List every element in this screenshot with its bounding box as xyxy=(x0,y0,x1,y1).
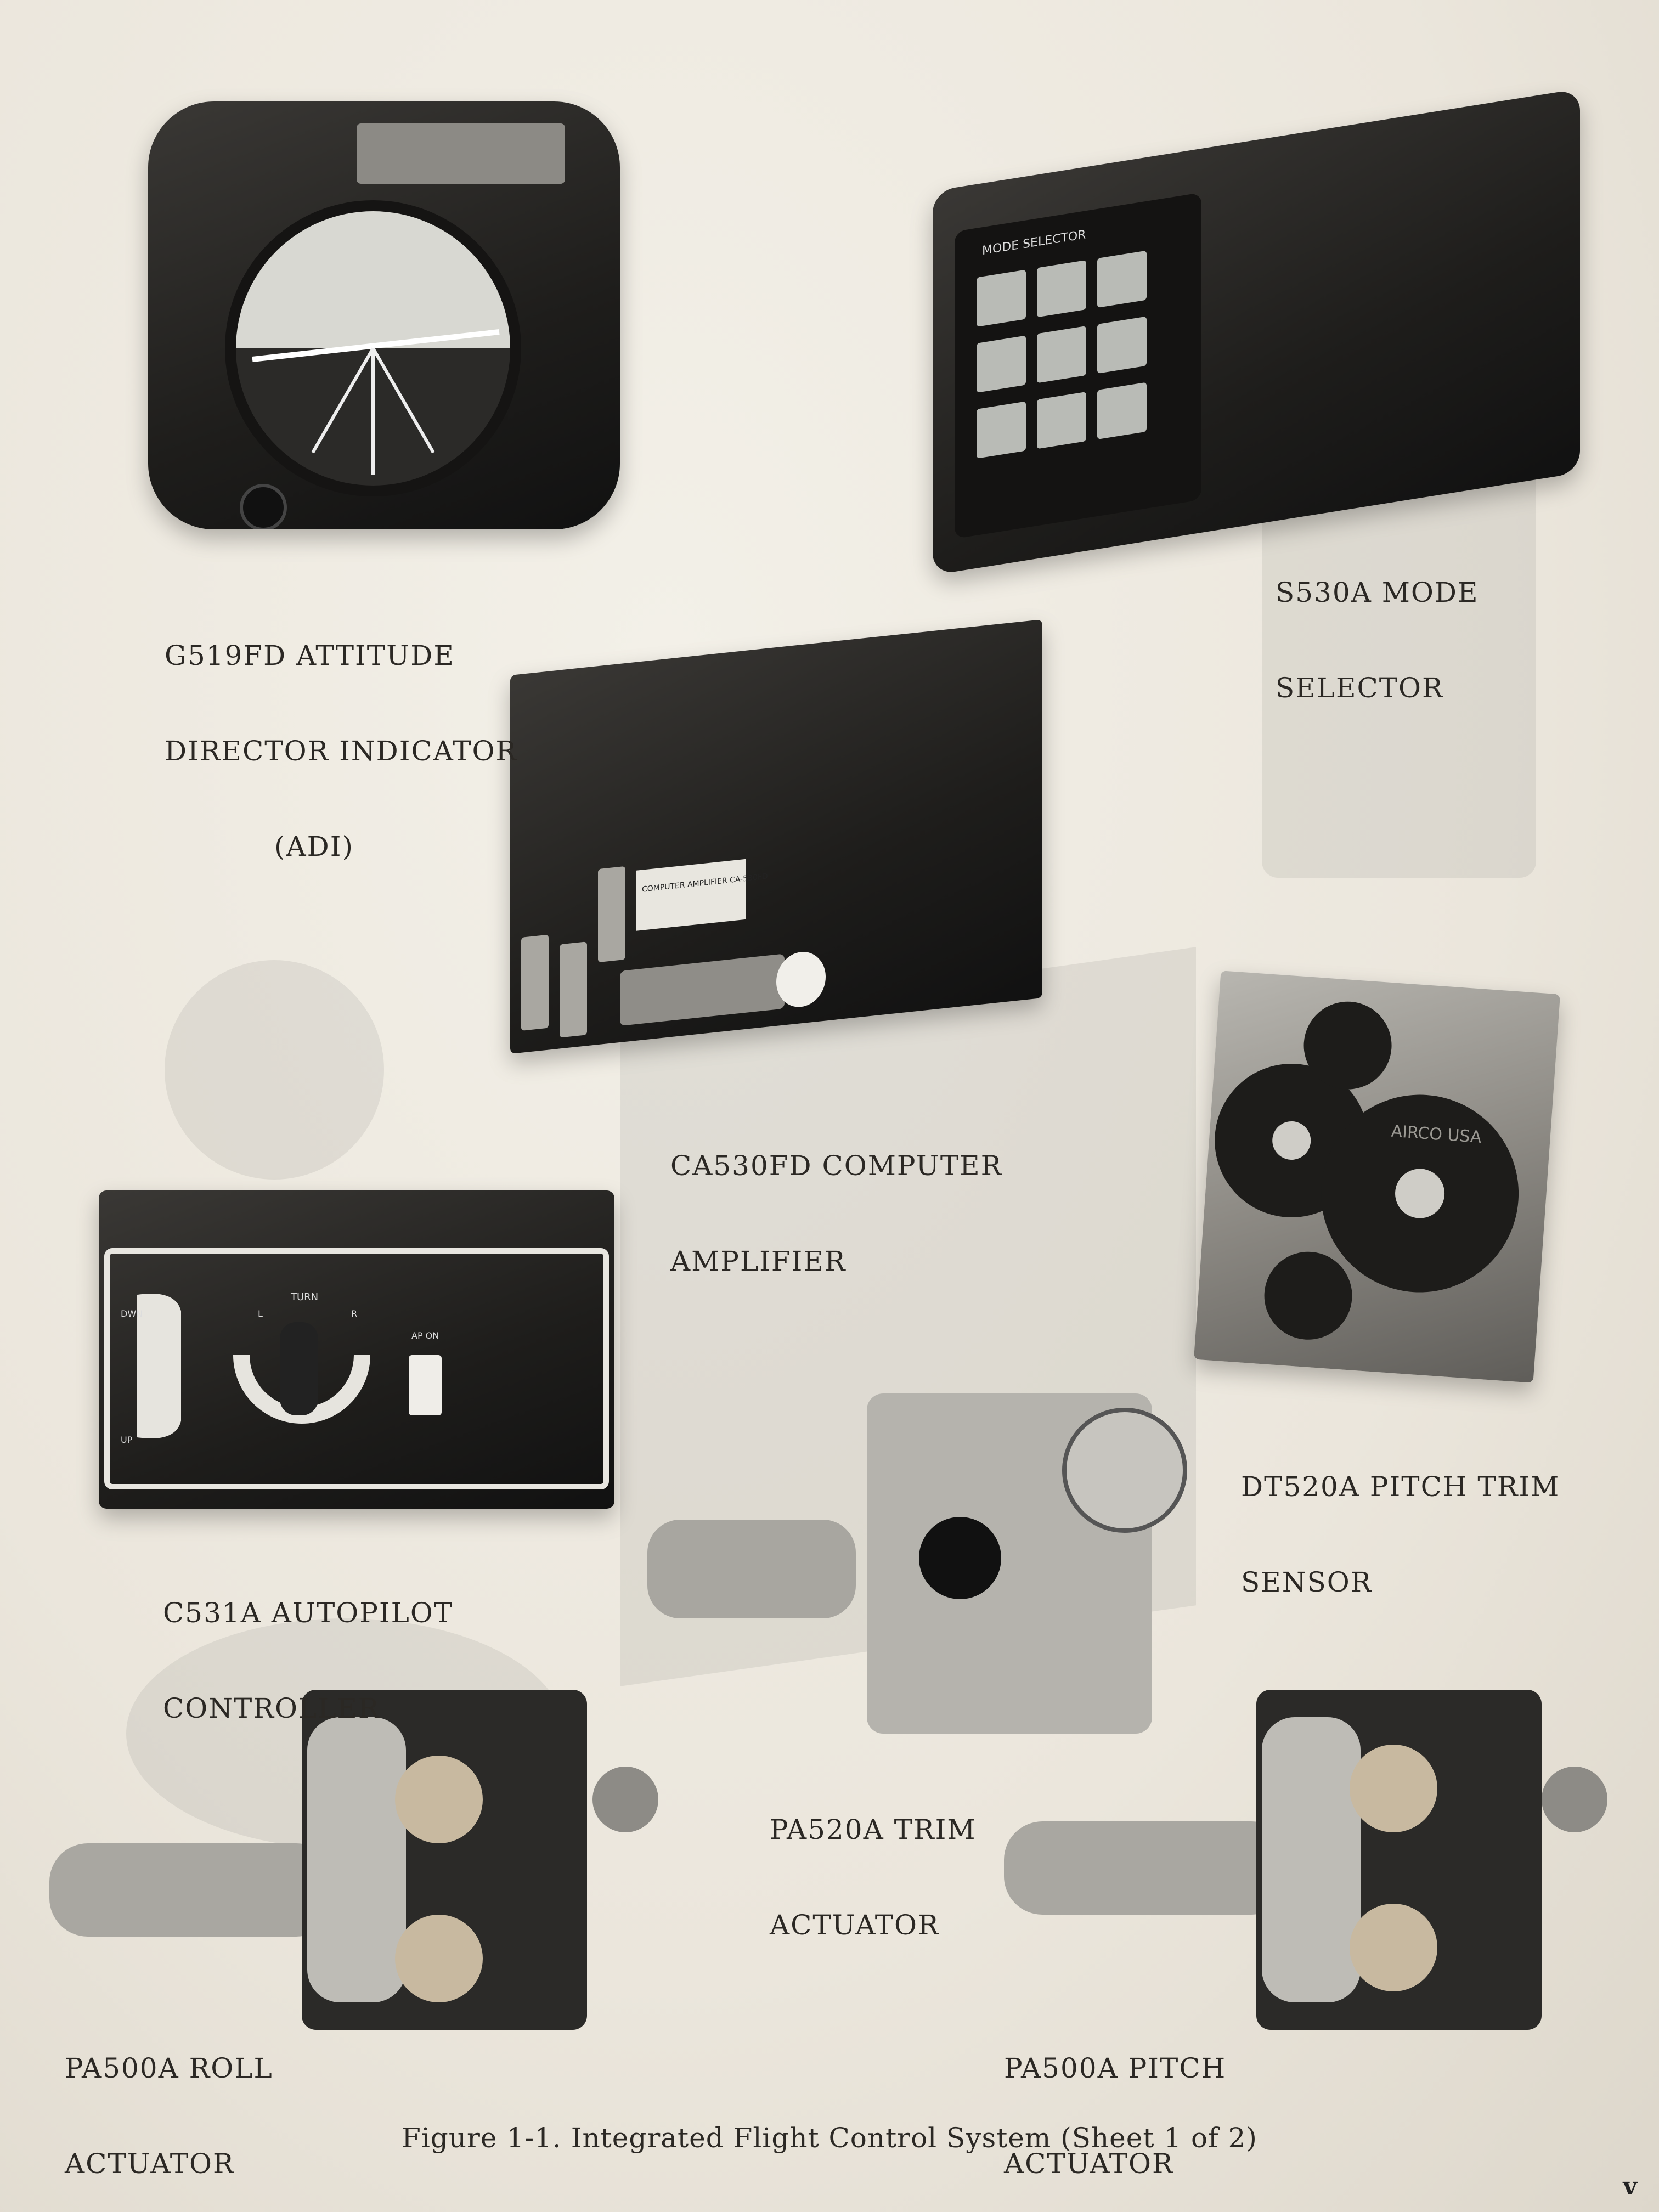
caption-autopilot-controller-line-1: C531A AUTOPILOT xyxy=(163,1597,454,1629)
caption-autopilot-controller: C531A AUTOPILOT CONTROLLER xyxy=(163,1533,453,1788)
caption-trim-actuator-line-1: PA520A TRIM xyxy=(770,1814,977,1846)
caption-computer-amplifier: CA530FD COMPUTER AMPLIFIER xyxy=(670,1086,1002,1341)
controller-turn-label: TURN xyxy=(290,1291,318,1303)
mode-selector-photo: MODE SELECTOR xyxy=(933,88,1580,575)
caption-pitch-actuator-line-1: PA500A PITCH xyxy=(1004,2052,1227,2084)
controller-up-label: UP xyxy=(121,1435,133,1445)
corner-mark: v xyxy=(1623,2172,1637,2200)
trim-actuator-photo xyxy=(647,1361,1196,1745)
caption-adi-line-1: G519FD ATTITUDE xyxy=(165,640,455,672)
caption-computer-amplifier-line-1: CA530FD COMPUTER xyxy=(670,1150,1003,1182)
caption-adi-line-2: DIRECTOR INDICATOR xyxy=(165,735,518,767)
pitch-trim-sensor-photo: AIRCO USA xyxy=(1193,970,1561,1383)
controller-r-label: R xyxy=(351,1308,357,1319)
caption-autopilot-controller-line-2: CONTROLLER xyxy=(163,1692,380,1724)
controller-ap-on-label: AP ON xyxy=(411,1330,439,1341)
autopilot-controller-illustration: DWN UP TURN L R AP ON xyxy=(104,1248,609,1489)
figure-caption: Figure 1-1. Integrated Flight Control Sy… xyxy=(402,2122,1257,2154)
caption-mode-selector: S530A MODE SELECTOR xyxy=(1276,513,1479,768)
caption-roll-actuator: PA500A ROLL ACTUATOR xyxy=(65,1989,273,2212)
caption-trim-actuator-line-2: ACTUATOR xyxy=(770,1909,940,1941)
trim-actuator-illustration xyxy=(647,1393,1187,1734)
computer-amplifier-photo: COMPUTER AMPLIFIER CA-530FD xyxy=(510,619,1042,1054)
mode-selector-illustration: MODE SELECTOR xyxy=(955,194,1201,538)
bleed-through-circle xyxy=(165,960,384,1180)
caption-pitch-actuator-line-2: ACTUATOR xyxy=(1004,2148,1174,2180)
adi-illustration xyxy=(225,123,565,529)
computer-amplifier-illustration: COMPUTER AMPLIFIER CA-530FD xyxy=(521,859,826,1037)
caption-mode-selector-line-1: S530A MODE xyxy=(1276,577,1479,608)
caption-pitch-trim-sensor: DT520A PITCH TRIM SENSOR xyxy=(1241,1407,1560,1662)
autopilot-controller-photo: DWN UP TURN L R AP ON xyxy=(99,1190,614,1509)
caption-pitch-trim-sensor-line-1: DT520A PITCH TRIM xyxy=(1241,1471,1560,1503)
caption-adi-line-3: (ADI) xyxy=(274,831,354,862)
roll-actuator-illustration xyxy=(49,1690,658,2030)
caption-roll-actuator-line-2: ACTUATOR xyxy=(65,2148,235,2180)
caption-pitch-actuator: PA500A PITCH ACTUATOR xyxy=(1004,1989,1226,2212)
caption-adi: G519FD ATTITUDE DIRECTOR INDICATOR (ADI) xyxy=(165,576,517,926)
caption-trim-actuator: PA520A TRIM ACTUATOR xyxy=(770,1750,977,2005)
controller-l-label: L xyxy=(258,1308,263,1319)
pitch-actuator-illustration xyxy=(1004,1690,1607,2030)
controller-dwn-label: DWN xyxy=(121,1308,143,1319)
adi-photo xyxy=(148,101,620,529)
caption-computer-amplifier-line-2: AMPLIFIER xyxy=(670,1245,847,1277)
caption-mode-selector-line-2: SELECTOR xyxy=(1276,672,1444,704)
caption-roll-actuator-line-1: PA500A ROLL xyxy=(65,2052,273,2084)
pitch-trim-sensor-illustration: AIRCO USA xyxy=(1215,1001,1519,1340)
pitch-actuator-photo xyxy=(998,1684,1613,2035)
roll-actuator-photo xyxy=(44,1684,664,2035)
caption-pitch-trim-sensor-line-2: SENSOR xyxy=(1241,1566,1373,1598)
